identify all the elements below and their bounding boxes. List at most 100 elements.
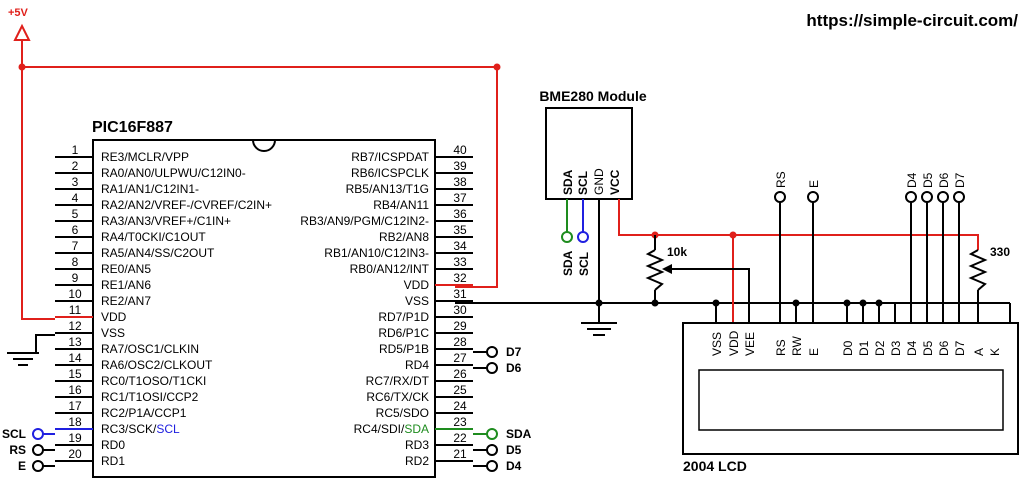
mcu-pin-label: VDD	[101, 310, 127, 324]
lcd-pin-label: D0	[841, 340, 855, 356]
mcu-pin-number: 9	[72, 271, 79, 285]
mcu-pin-number: 29	[453, 319, 467, 333]
terminal-label: SCL	[577, 252, 591, 276]
mcu-pin-number: 27	[453, 351, 467, 365]
junction-dot	[18, 63, 26, 71]
mcu-pin-number: 20	[68, 447, 82, 461]
junction-dot	[712, 299, 720, 307]
bme280-title: BME280 Module	[539, 88, 647, 104]
mcu-pin-label: RC0/T1OSO/T1CKI	[101, 374, 206, 388]
junction-dot	[493, 63, 501, 71]
lcd-pin-label: RW	[790, 336, 804, 356]
terminal-label: E	[807, 180, 821, 188]
lcd-terminal-d6[interactable]: D6	[937, 172, 951, 323]
mcu-pin-number: 8	[72, 255, 79, 269]
mcu-pin-number: 32	[453, 271, 467, 285]
mcu-pin-label: RC5/SDO	[376, 406, 429, 420]
lcd-terminal-d5[interactable]: D5	[921, 172, 935, 323]
mcu-pin-label: RA2/AN2/VREF-/CVREF/C2IN+	[101, 198, 272, 212]
bme280-pin-sda: SDA	[561, 169, 575, 195]
bme280-pin-vcc: VCC	[608, 169, 622, 195]
mcu-pin-number: 2	[72, 159, 79, 173]
power-supply-symbol: +5V	[8, 7, 31, 41]
potentiometer-10k[interactable]: 10k	[645, 235, 750, 323]
terminal-sda-bme[interactable]	[561, 231, 573, 243]
lcd-pin-label: D1	[857, 340, 871, 356]
lcd-pin-label: K	[988, 348, 1002, 356]
lcd-pin-label: D7	[953, 340, 967, 356]
junction-dot	[595, 299, 603, 307]
resistor-value: 330	[990, 245, 1010, 259]
mcu-pin-label: RA5/AN4/SS/C2OUT	[101, 246, 215, 260]
mcu-pin-label: RD3	[405, 438, 429, 452]
mcu-pin-label: RC1/T1OSI/CCP2	[101, 390, 199, 404]
terminal-label: D4	[905, 172, 919, 188]
lcd-name: 2004 LCD	[683, 458, 747, 474]
supply-arrow-icon	[13, 23, 31, 41]
terminal-label: D5	[506, 443, 522, 457]
mcu-pin-label: VSS	[101, 326, 125, 340]
mcu-pin-number: 4	[72, 191, 79, 205]
mcu-pin-label: RD0	[101, 438, 125, 452]
mcu-pin-label: RA1/AN1/C12IN1-	[101, 182, 199, 196]
mcu-pin-number: 1	[72, 143, 79, 157]
mcu-pin-label: RB3/AN9/PGM/C12IN2-	[300, 214, 429, 228]
mcu-pin-label: RD1	[101, 454, 125, 468]
lcd-pin-label: D5	[921, 340, 935, 356]
mcu-pin-number: 39	[453, 159, 467, 173]
terminal-d4-right[interactable]: D4	[473, 459, 522, 473]
lcd-pin-label: VSS	[710, 332, 724, 356]
mcu-pin-label: RB5/AN13/T1G	[346, 182, 429, 196]
mcu-pin-number: 33	[453, 255, 467, 269]
terminal-sda-right[interactable]: SDA	[473, 427, 532, 441]
mcu-pin-number: 35	[453, 223, 467, 237]
bme280-pin-gnd: GND	[592, 168, 606, 195]
mcu-right-pins: 40RB7/ICSPDAT39RB6/ICSPCLK38RB5/AN13/T1G…	[300, 143, 473, 468]
mcu-pin-label: RC3/SCK/SCL	[101, 422, 180, 436]
terminal-label: D6	[506, 361, 522, 375]
mcu-pin-label: RE0/AN5	[101, 262, 151, 276]
lcd-terminal-e[interactable]: E	[807, 180, 821, 323]
lcd-terminal-d7[interactable]: D7	[953, 172, 967, 323]
terminal-scl-left[interactable]: SCL	[2, 427, 55, 441]
mcu-pin-label: RE3/MCLR/VPP	[101, 150, 189, 164]
terminal-label: SDA	[561, 250, 575, 276]
site-url: https://simple-circuit.com/	[806, 11, 1018, 30]
mcu-pin-label: RB6/ICSPCLK	[351, 166, 429, 180]
mcu-pin-number: 23	[453, 415, 467, 429]
mcu-pin-number: 6	[72, 223, 79, 237]
terminal-d7-right[interactable]: D7	[473, 345, 522, 359]
terminal-label: D4	[506, 459, 522, 473]
junction-dot	[792, 299, 800, 307]
lcd-pin-label: A	[972, 348, 986, 356]
lcd-pin-label: D4	[905, 340, 919, 356]
terminal-label: RS	[9, 443, 26, 457]
mcu-pin-label: RC6/TX/CK	[366, 390, 429, 404]
terminal-label: E	[18, 459, 26, 473]
mcu-pin-number: 38	[453, 175, 467, 189]
mcu-pin-number: 16	[68, 383, 82, 397]
mcu-pin-number: 34	[453, 239, 467, 253]
terminal-rs-left[interactable]: RS	[9, 443, 55, 457]
junction-dot	[859, 299, 867, 307]
lcd-terminal-rs[interactable]: RS	[774, 171, 788, 323]
resistor-330[interactable]: 330	[968, 245, 1010, 323]
terminal-d5-right[interactable]: D5	[473, 443, 522, 457]
terminal-d6-right[interactable]: D6	[473, 361, 522, 375]
junction-dot	[843, 299, 851, 307]
terminal-scl-bme[interactable]	[577, 231, 589, 243]
terminal-label: SDA	[506, 427, 532, 441]
terminal-e-left[interactable]: E	[18, 459, 55, 473]
terminal-label: D5	[921, 172, 935, 188]
mcu-pin-label: RA3/AN3/VREF+/C1IN+	[101, 214, 231, 228]
lcd-terminal-d4[interactable]: D4	[905, 172, 919, 323]
vdd-rail	[21, 40, 498, 320]
mcu-pin-label: RB7/ICSPDAT	[351, 150, 429, 164]
mcu-pin-label: VSS	[405, 294, 429, 308]
terminal-label: D7	[953, 172, 967, 188]
mcu-pin-number: 18	[68, 415, 82, 429]
junction-dot	[875, 299, 883, 307]
mcu-pin-label: RD6/P1C	[378, 326, 429, 340]
